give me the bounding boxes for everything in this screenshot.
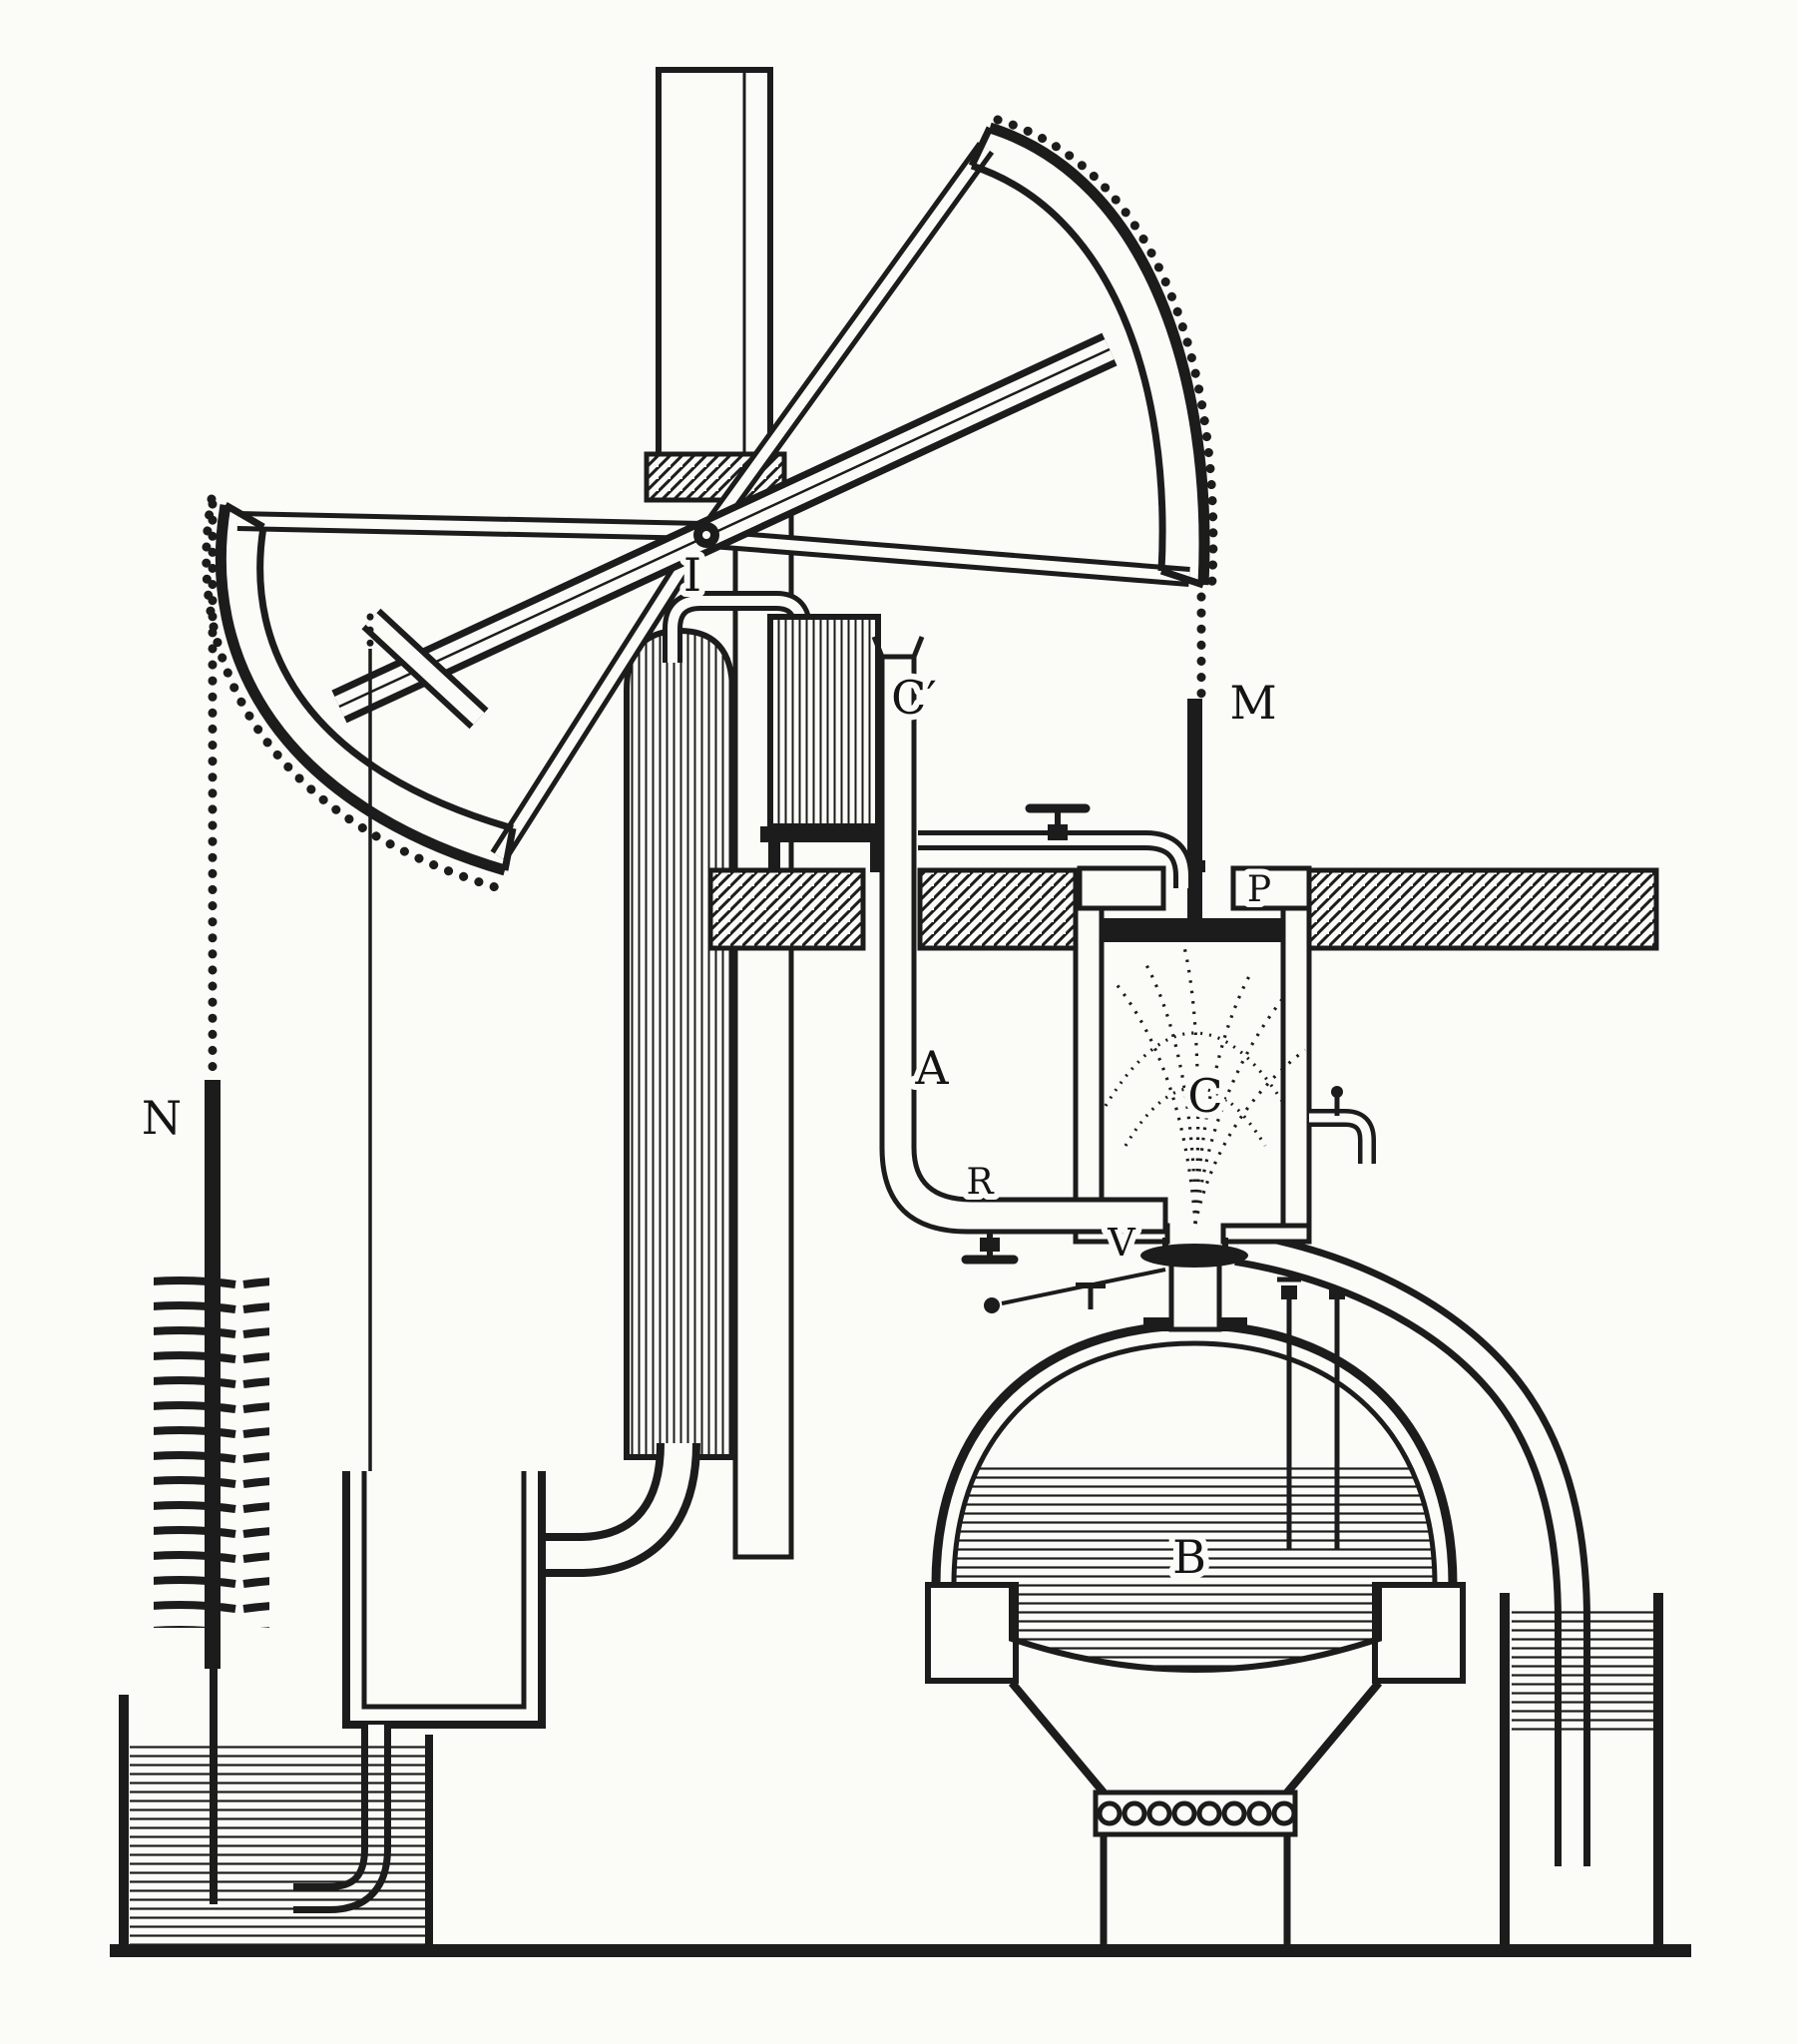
rising-main-hatch [626, 630, 733, 1458]
hot-well [1500, 1593, 1663, 1946]
pump-rod [205, 1080, 221, 1669]
spoke-upper-left-inner [236, 516, 703, 536]
cistern-bracket-leg [870, 842, 882, 872]
spoke-lower-left-inner [494, 536, 705, 859]
rising-main-and-cistern [624, 591, 890, 1460]
cistern-bracket [760, 826, 890, 842]
top-feed-pipe-inner [918, 835, 1188, 888]
stuffing-box-right [1230, 865, 1312, 911]
platform-seg2 [917, 867, 1079, 951]
ground-line [110, 1944, 1691, 1957]
label-injection-cock: R [966, 1162, 994, 1203]
piston-rod [1187, 699, 1202, 922]
spoke-lower-right-inner [711, 534, 1190, 582]
label-pump-rod: N [142, 1091, 182, 1145]
label-beam-pivot: I [683, 548, 701, 602]
boiler-water [956, 1463, 1433, 1670]
grate-bar [1196, 1800, 1222, 1826]
right-arch-caps [968, 126, 1205, 589]
well-water [130, 1741, 425, 1944]
boiler-setting-left [925, 1582, 1019, 1684]
right-arch-outer [988, 122, 1210, 586]
injection-spray [1104, 942, 1306, 1225]
snifting-knob [1331, 1086, 1343, 1098]
gauge-cock-body [1281, 1285, 1297, 1299]
grate-bar [1146, 1800, 1172, 1826]
upper-post [656, 67, 773, 458]
main-beam-centerline [338, 347, 1111, 709]
tank-inner-wall [361, 1471, 527, 1710]
platform-seg3 [1306, 867, 1659, 951]
grate-bar [1221, 1800, 1247, 1826]
steam-valve-disc [1140, 1244, 1248, 1268]
mine-well [119, 1695, 433, 1946]
platform-seg1 [707, 867, 866, 951]
snifting-elbow-inner [1309, 1113, 1372, 1164]
right-arch-inner [970, 162, 1166, 572]
cylinder-bottom-right [1220, 1223, 1312, 1245]
left-arch-outer [215, 504, 507, 876]
cylinder-wall-left [1073, 898, 1105, 1238]
eduction-pipe-inner [1235, 1237, 1583, 1866]
steam-downpipe [1168, 1255, 1222, 1332]
left-brace-inner [365, 613, 485, 725]
injection-cock-body [980, 1238, 1000, 1252]
left-arch-caps [224, 501, 517, 871]
platform [707, 867, 1659, 951]
eduction-pipe [1234, 1230, 1590, 1866]
pump-rod-lower [210, 1665, 218, 1904]
hot-well-water [1512, 1605, 1653, 1731]
boiler-setting-right [1372, 1582, 1466, 1684]
label-piston-chain: M [1229, 676, 1276, 730]
grate-bar [1246, 1800, 1272, 1826]
label-feed-cistern: C′ [891, 671, 937, 725]
tank-outer-wall [342, 1471, 546, 1729]
pump-rod-assembly [154, 649, 372, 1904]
beam-pivot-center [702, 531, 710, 539]
boiler-assembly [925, 1277, 1466, 1944]
label-boiler: B [1172, 1530, 1206, 1584]
injection-pipe-flare [871, 636, 925, 658]
furnace-wall-left [1008, 1680, 1108, 1795]
top-tap-body [1048, 824, 1068, 840]
label-cylinder: C [1187, 1069, 1222, 1123]
label-piston: P [1247, 869, 1271, 910]
left-arch-chain [202, 494, 504, 893]
right-arch-chain [993, 115, 1218, 602]
grate-bar [1122, 1800, 1147, 1826]
grate-bar [1271, 1800, 1297, 1826]
column-elbow-inner [544, 1442, 692, 1569]
cylinder-wall-right [1280, 898, 1312, 1238]
cistern-bracket-leg [768, 842, 780, 872]
boiler-dome-inner [951, 1340, 1438, 1586]
boiler-bottom [1009, 1585, 1382, 1673]
left-arch-inner [256, 526, 514, 832]
walking-beam [202, 115, 1218, 1085]
furnace-wall-right [1283, 1680, 1383, 1795]
valve-lever-knob [984, 1297, 1000, 1313]
spoke-upper-right-inner [705, 145, 991, 532]
label-steam-valve: V [1107, 1221, 1135, 1265]
cylinder-assembly [871, 636, 1376, 1332]
stuffing-box-left [1077, 865, 1166, 911]
injection-pipe-a [879, 654, 1168, 1235]
label-injection-pipe: A [914, 1041, 949, 1095]
grate-bar [1171, 1800, 1197, 1826]
grate-bar [1097, 1800, 1123, 1826]
feed-cistern-hatch [769, 616, 879, 827]
